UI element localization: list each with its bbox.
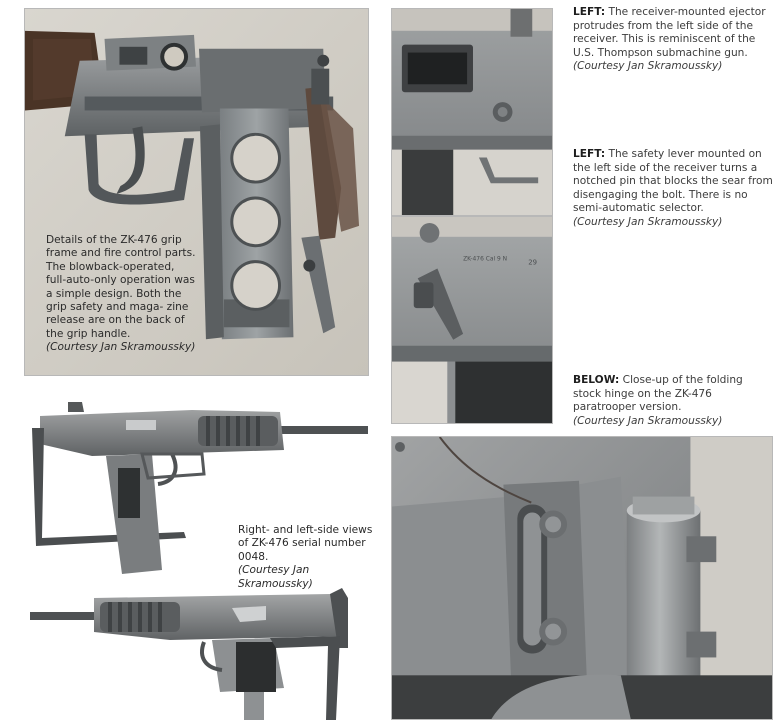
caption-grip-frame: Details of the ZK-476 grip frame and fir… — [46, 234, 196, 355]
gun-left-side-image — [30, 588, 348, 720]
grip-frame-image — [25, 9, 368, 375]
photo-grip-frame — [24, 8, 369, 376]
caption-hinge: BELOW: Close-up of the folding stock hin… — [573, 374, 773, 428]
photo-safety-lever: ZK-476 Cal 9 N 29 — [391, 216, 553, 424]
photo-gun-left-side — [30, 588, 360, 720]
safety-lever-image: ZK-476 Cal 9 N 29 — [392, 217, 552, 423]
caption-hinge-credit: (Courtesy Jan Skramoussky) — [573, 414, 723, 427]
caption-ejector-lead: LEFT: — [573, 6, 606, 18]
caption-side-views-credit: (Courtesy Jan Skramoussky) — [238, 564, 313, 590]
photo-gun-right-side — [22, 398, 370, 574]
gun-right-side-image — [32, 402, 368, 574]
caption-safety-text: The safety lever mounted on the left sid… — [573, 148, 773, 215]
caption-safety-credit: (Courtesy Jan Skramoussky) — [573, 215, 723, 228]
caption-ejector-credit: (Courtesy Jan Skramoussky) — [573, 60, 723, 73]
stock-hinge-image — [392, 437, 772, 719]
caption-ejector-text: The receiver-mounted ejector protrudes f… — [573, 6, 766, 59]
caption-side-views: Right- and left-side views of ZK-476 ser… — [238, 524, 378, 591]
caption-grip-frame-credit: (Courtesy Jan Skramoussky) — [46, 341, 196, 354]
caption-side-views-text: Right- and left-side views of ZK-476 ser… — [238, 524, 373, 563]
caption-hinge-text: Close-up of the folding stock hinge on t… — [573, 374, 743, 414]
caption-ejector: LEFT: The receiver-mounted ejector protr… — [573, 6, 773, 74]
safety-number-text: 29 — [528, 259, 537, 267]
photo-stock-hinge — [391, 436, 773, 720]
caption-grip-frame-text: Details of the ZK-476 grip frame and fir… — [46, 234, 196, 340]
photo-ejector — [391, 8, 553, 216]
caption-safety: LEFT: The safety lever mounted on the le… — [573, 148, 773, 230]
safety-stamp-text: ZK-476 Cal 9 N — [463, 256, 507, 263]
ejector-image — [392, 9, 552, 215]
caption-safety-lead: LEFT: — [573, 148, 606, 160]
caption-hinge-lead: BELOW: — [573, 374, 620, 386]
